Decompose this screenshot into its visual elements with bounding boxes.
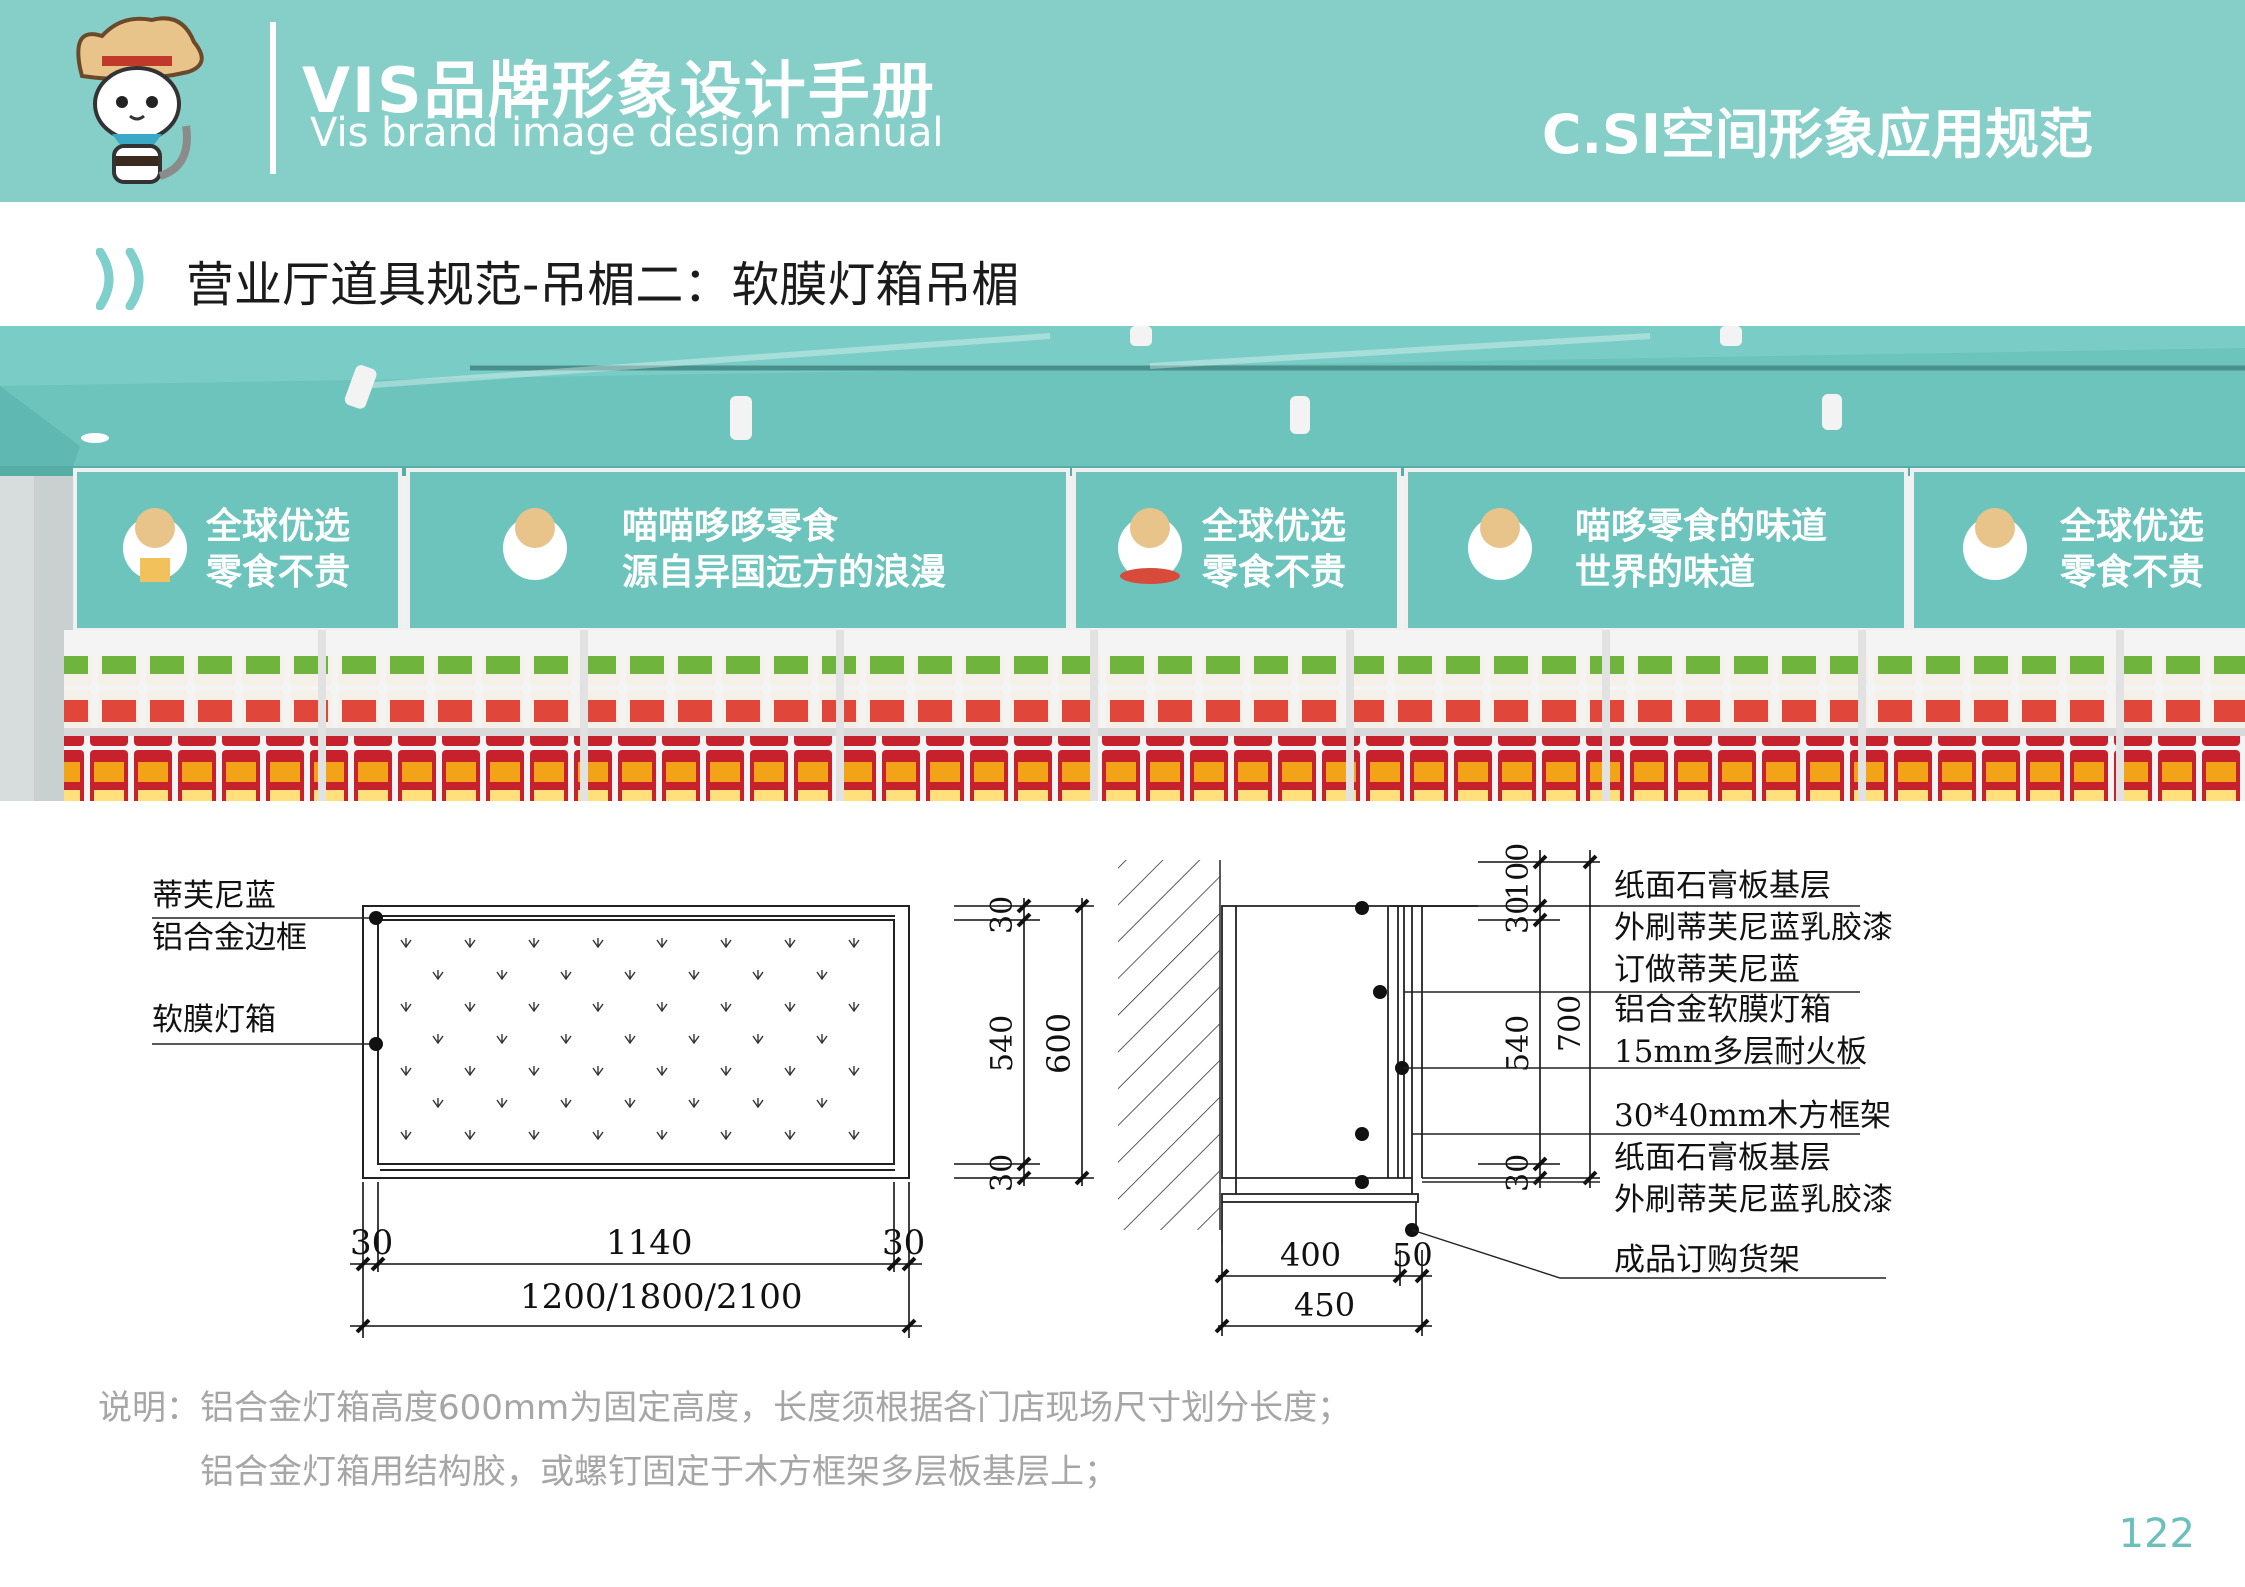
sign-3-line2: 零食不贵 bbox=[1202, 551, 1346, 593]
diffuser-arrow-pattern bbox=[400, 938, 860, 1141]
header-divider bbox=[270, 22, 276, 174]
section-dim-450: 450 bbox=[1294, 1286, 1355, 1324]
store-sign-5 bbox=[1910, 468, 2245, 632]
callout-dot-2 bbox=[1373, 985, 1387, 999]
dim-total: 1200/1800/2100 bbox=[520, 1277, 803, 1317]
side-dim-mid: 540 bbox=[985, 1015, 1020, 1072]
sign-2-line2: 源自异国远方的浪漫 bbox=[622, 551, 946, 593]
label-frame-1: 蒂芙尼蓝 bbox=[152, 878, 276, 914]
label-box: 软膜灯箱 bbox=[152, 1002, 276, 1038]
section-label-6: 30*40mm木方框架 bbox=[1614, 1098, 1891, 1134]
section-label-7: 纸面石膏板基层 bbox=[1614, 1140, 1831, 1176]
section-dim-30-bottom: 30 bbox=[1501, 1154, 1536, 1192]
store-sign-2 bbox=[406, 468, 1070, 632]
callout-dot-4 bbox=[1355, 1127, 1369, 1141]
store-render-image: 全球优选 零食不贵 喵喵哆哆零食 源自异国远方的浪漫 全球优选 零食不贵 喵哆零… bbox=[0, 326, 2245, 801]
sign-5-line1: 全球优选 bbox=[2059, 505, 2204, 547]
store-sign-3 bbox=[1072, 468, 1401, 632]
header-banner: VIS品牌形象设计手册 Vis brand image design manua… bbox=[0, 0, 2245, 202]
technical-drawing: 蒂芙尼蓝 铝合金边框 软膜灯箱 30 1140 30 1200/1800/210… bbox=[152, 843, 1893, 1338]
note-line-2: 铝合金灯箱用结构胶，或螺钉固定于木方框架多层板基层上； bbox=[200, 1452, 1118, 1492]
section-dim-100: 100 bbox=[1501, 843, 1536, 900]
sign-1-line1: 全球优选 bbox=[205, 505, 350, 547]
sign-5-line2: 零食不贵 bbox=[2060, 551, 2204, 593]
sign-4-line1: 喵哆零食的味道 bbox=[1575, 505, 1827, 547]
store-sign-4 bbox=[1404, 468, 1908, 632]
section-label-2: 外刷蒂芙尼蓝乳胶漆 bbox=[1614, 910, 1893, 946]
sign-4-line2: 世界的味道 bbox=[1575, 551, 1755, 593]
page-number: 122 bbox=[2118, 1511, 2195, 1557]
front-view-drawing bbox=[362, 905, 910, 1179]
section-dim-400: 400 bbox=[1280, 1236, 1341, 1274]
label-frame-2: 铝合金边框 bbox=[152, 920, 307, 956]
section-label-8: 外刷蒂芙尼蓝乳胶漆 bbox=[1614, 1182, 1893, 1218]
side-dim-bottom: 30 bbox=[985, 1154, 1020, 1192]
side-dim-top: 30 bbox=[985, 896, 1020, 934]
section-dim-540: 540 bbox=[1501, 1015, 1536, 1072]
dim-right: 30 bbox=[882, 1223, 925, 1263]
section-dim-700: 700 bbox=[1553, 995, 1588, 1052]
note-line-1: 说明：铝合金灯箱高度600mm为固定高度，长度须根据各门店现场尺寸划分长度； bbox=[98, 1388, 1352, 1428]
sign-2-line1: 喵喵哆哆零食 bbox=[622, 505, 839, 547]
box-leader-dot bbox=[369, 1037, 383, 1051]
section-view-drawing bbox=[1221, 905, 1478, 1244]
page-title: 营业厅道具规范-吊楣二：软膜灯箱吊楣 bbox=[186, 257, 1020, 313]
front-view-dimensions bbox=[350, 1182, 922, 1338]
section-label-5: 15mm多层耐火板 bbox=[1614, 1034, 1867, 1070]
section-dim-30-top: 30 bbox=[1501, 896, 1536, 934]
section-label: C.SI空间形象应用规范 bbox=[1541, 103, 2093, 166]
section-label-4: 铝合金软膜灯箱 bbox=[1614, 992, 1831, 1028]
section-label-9: 成品订购货架 bbox=[1614, 1242, 1800, 1278]
dim-mid: 1140 bbox=[606, 1223, 693, 1263]
sign-1-line2: 零食不贵 bbox=[206, 551, 350, 593]
manual-subtitle: Vis brand image design manual bbox=[310, 110, 944, 156]
double-chevron-icon bbox=[96, 248, 144, 310]
side-dim-total: 600 bbox=[1040, 1013, 1078, 1074]
section-label-1: 纸面石膏板基层 bbox=[1614, 868, 1831, 904]
callout-dot-1 bbox=[1355, 901, 1369, 915]
section-label-3: 订做蒂芙尼蓝 bbox=[1614, 952, 1800, 988]
manual-title: VIS品牌形象设计手册 bbox=[302, 54, 936, 127]
callout-dot-3 bbox=[1395, 1061, 1409, 1075]
cat-mascot-logo bbox=[76, 16, 204, 184]
wall-hatch bbox=[1118, 860, 1220, 1230]
frame-leader-dot bbox=[369, 911, 383, 925]
store-sign-1 bbox=[73, 468, 402, 632]
section-dim-50: 50 bbox=[1392, 1236, 1433, 1274]
dim-left: 30 bbox=[350, 1223, 393, 1263]
sign-3-line1: 全球优选 bbox=[1201, 505, 1346, 547]
callout-dot-5 bbox=[1355, 1175, 1369, 1189]
